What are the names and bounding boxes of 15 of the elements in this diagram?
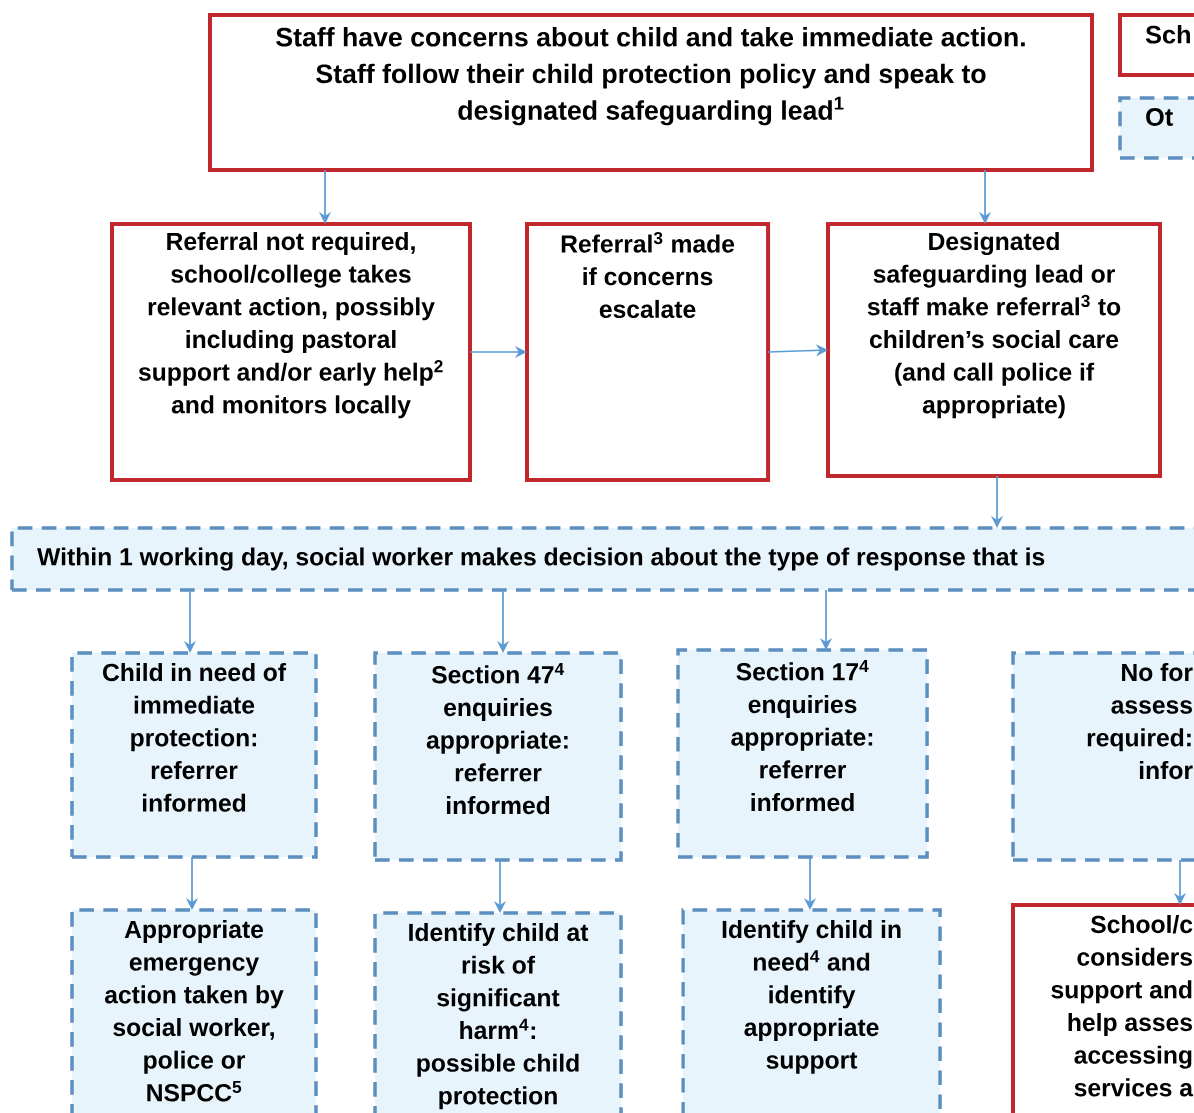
dashed-box: Appropriate emergency action taken by social worker, police or NSPCC$^{5}$ [70,908,318,1113]
band: Within 1 working day, social worker makes decision about the type of response that is [10,526,1194,592]
legend-box: Ot [1118,96,1194,160]
dashed-box: Section 47$^{4}$ enquiries appropriate: referrer informed [373,651,623,862]
dashed-box: Section 17$^{4}$ enquiries appropriate: referrer informed [676,648,929,859]
process-box: School/c considers support and help asses accessing services a [1011,903,1194,1113]
dashed-box: No for assess required: infor [1011,651,1194,862]
dashed-box: Identify child in need$^{4}$ and identify appropriate support [681,908,942,1113]
dashed-box: Identify child at risk of significant harm$^{4}$: possible child protection [373,911,623,1113]
legend-box: Sch [1118,13,1194,77]
process-box: Referral not required, school/college takes relevant action, possibly including pastoral support and/or early help$^{2}$ and monitors locally [110,222,472,482]
process-box: Staff have concerns about child and take immediate action. Staff follow their child protection policy and speak to designated safeguarding lead$^{1}$ [208,13,1094,172]
dashed-box: Child in need of immediate protection: referrer informed [70,651,318,859]
process-box: Referral$^{3}$ made if concerns escalate [525,222,771,482]
process-box: Designated safeguarding lead or staff make referral$^{3}$ to children’s social care (and call police if appropriate) [826,222,1162,478]
